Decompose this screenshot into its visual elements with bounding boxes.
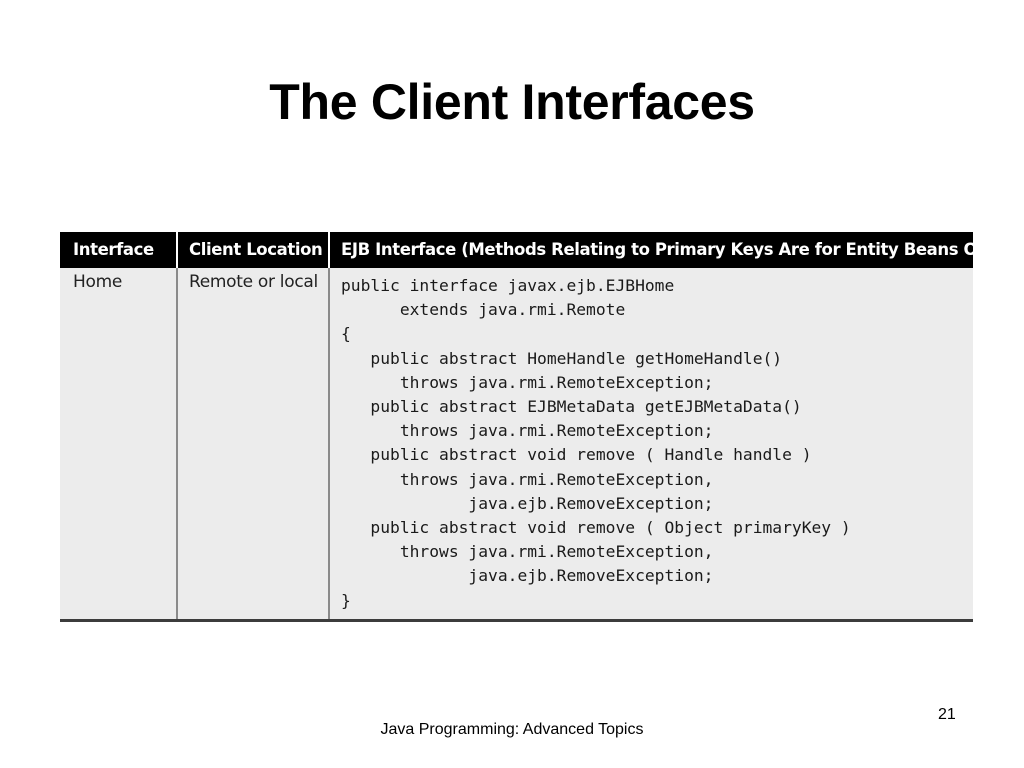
header-interface: Interface (73, 240, 154, 259)
column-divider (176, 268, 178, 619)
header-ejb-interface: EJB Interface (Methods Relating to Prima… (341, 240, 1012, 259)
footer-text: Java Programming: Advanced Topics (380, 721, 644, 738)
cell-ejb-interface-code: public interface javax.ejb.EJBHome exten… (341, 276, 851, 610)
cell-interface: Home (73, 272, 123, 292)
header-divider (176, 232, 178, 268)
header-divider (328, 232, 330, 268)
page-number: 21 (938, 706, 956, 723)
column-divider (328, 268, 330, 619)
ejb-interface-table: Interface Client Location EJB Interface … (60, 232, 1012, 622)
table-header-row: Interface Client Location EJB Interface … (60, 232, 1012, 268)
header-client-location: Client Location (189, 240, 323, 259)
slide-title: The Client Interfaces (269, 74, 755, 130)
cell-client-location: Remote or local (189, 272, 318, 292)
